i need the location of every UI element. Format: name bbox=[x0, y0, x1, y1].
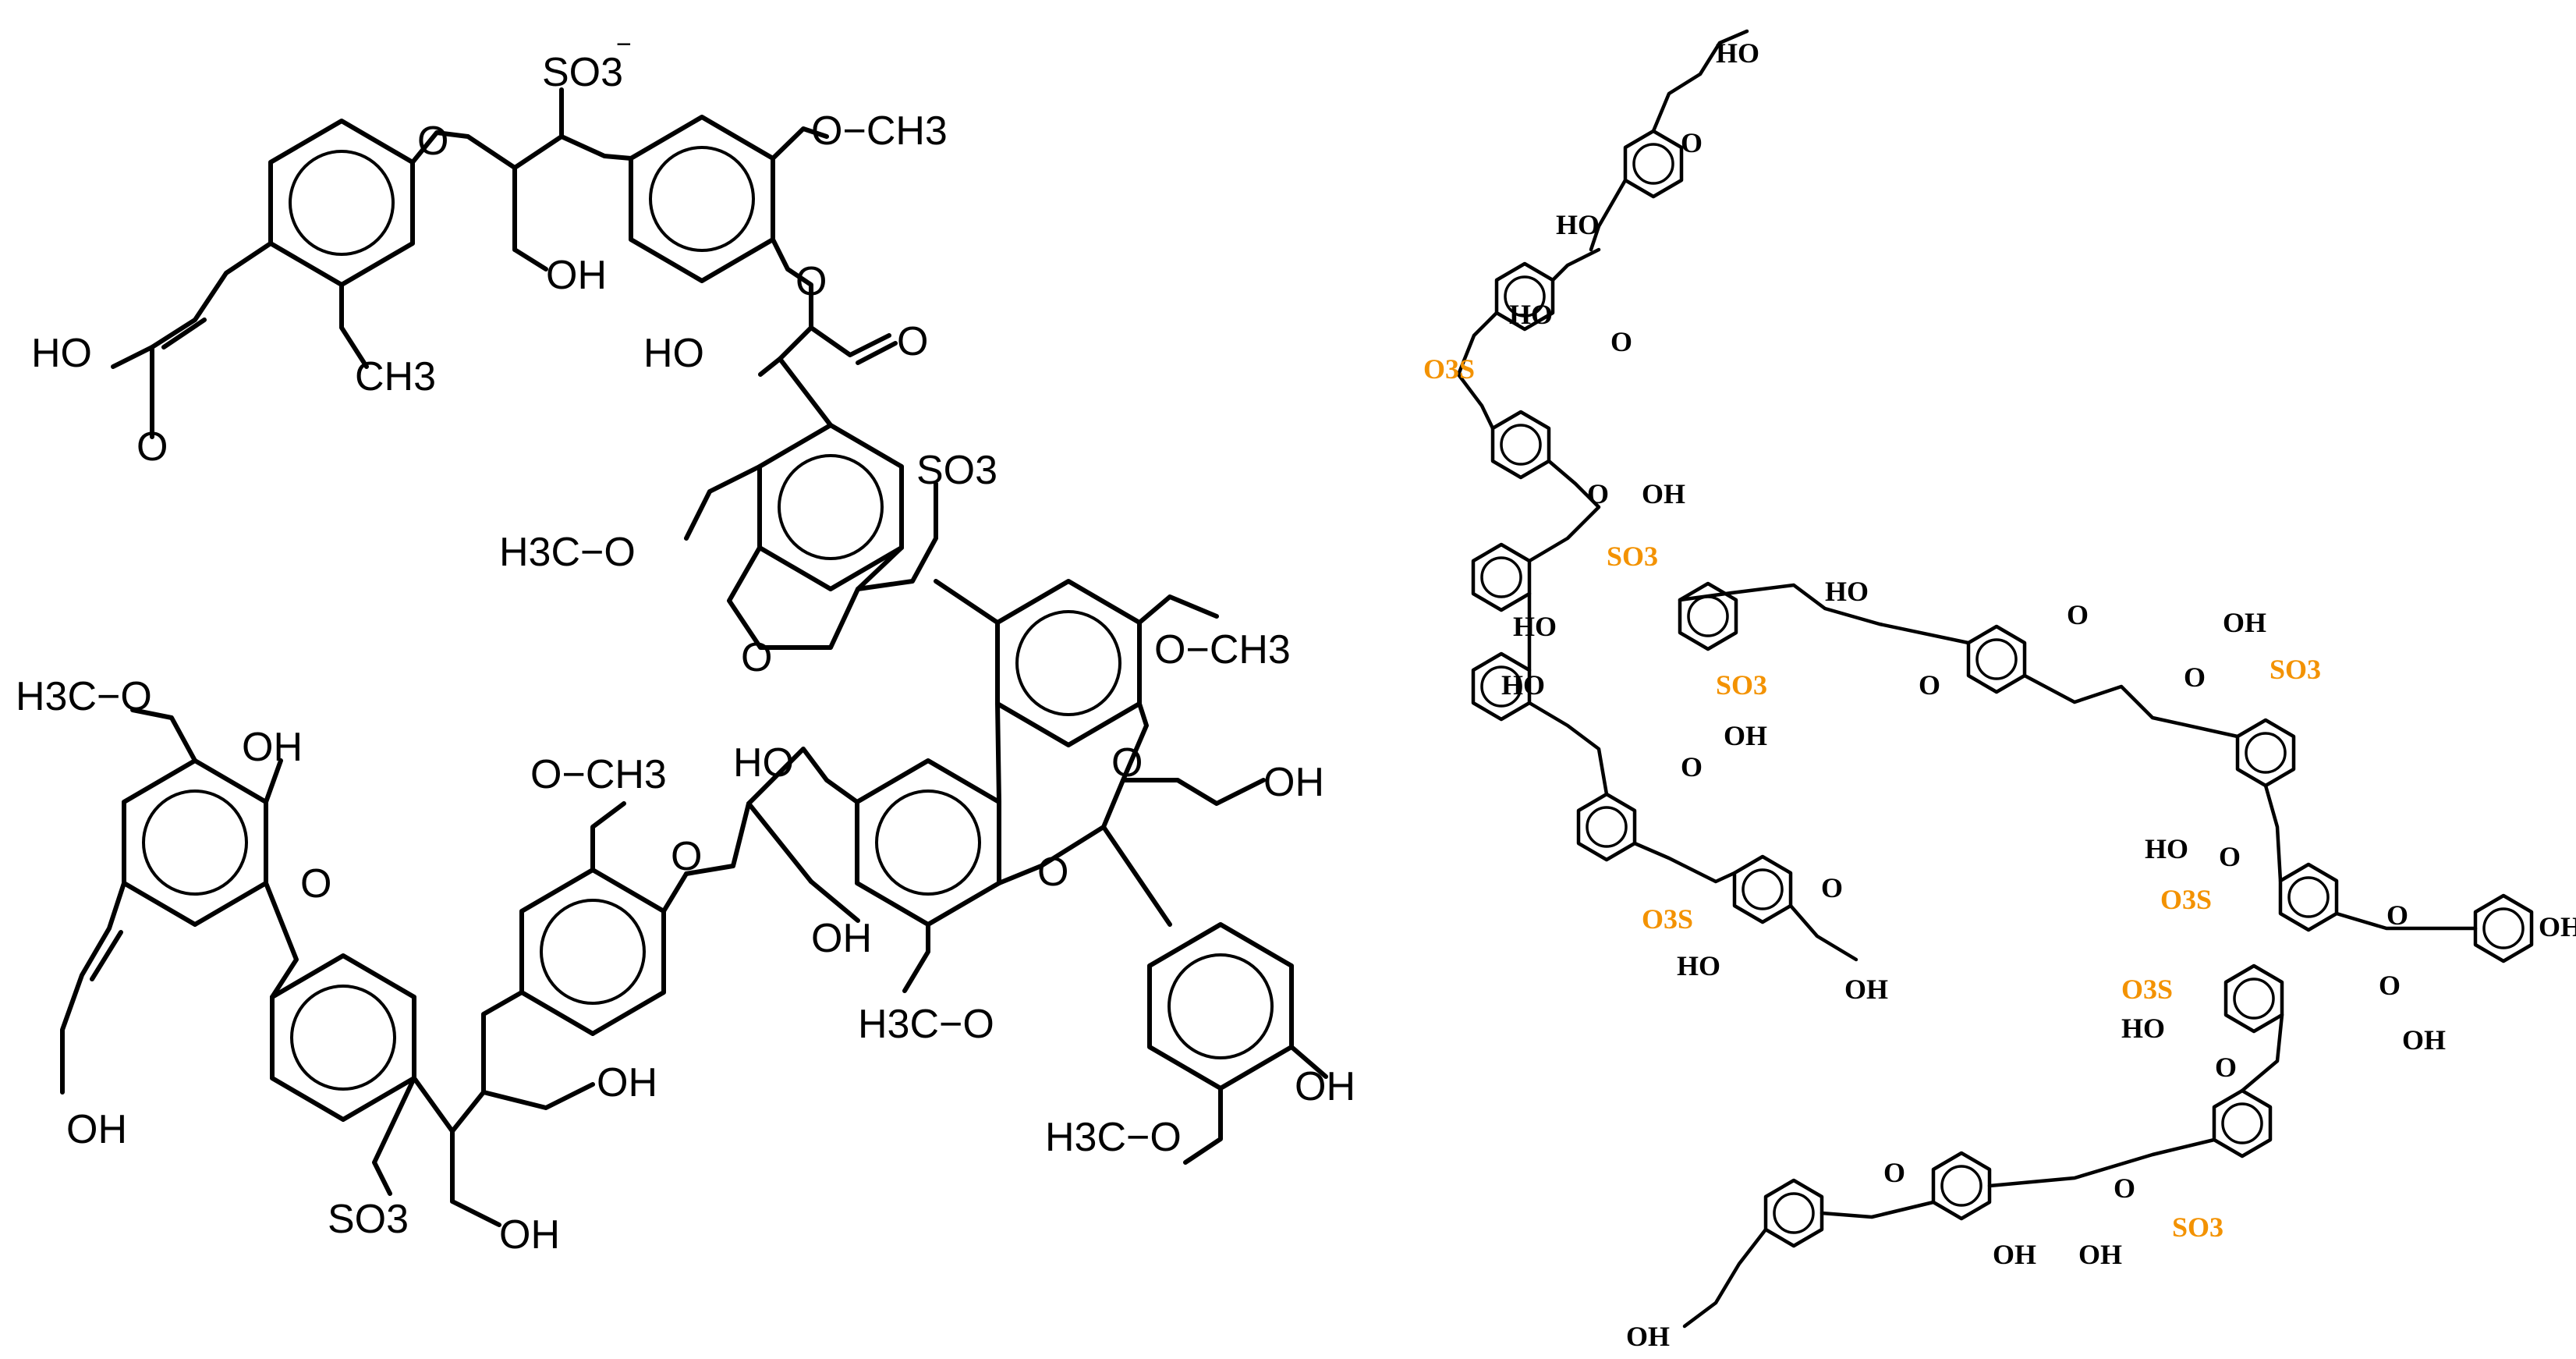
r-sulfonate-1: O3S bbox=[1423, 353, 1475, 385]
ether-o-label-3: O bbox=[671, 834, 702, 879]
methoxy-label-top: O−CH3 bbox=[811, 108, 948, 154]
dioxocin-o-label-2: O bbox=[1037, 850, 1068, 895]
furan-o-label: O bbox=[741, 635, 772, 680]
h3co-label-1: H3C−O bbox=[499, 530, 636, 575]
r-o-1: O bbox=[1681, 127, 1703, 158]
r-ho-3: HO bbox=[1513, 611, 1557, 642]
ether-o-label-1: O bbox=[417, 119, 448, 164]
r-oh-6: OH bbox=[2402, 1024, 2446, 1056]
so3-label-3: SO3 bbox=[328, 1197, 409, 1242]
oh-label-4: OH bbox=[1263, 760, 1324, 805]
r-ho-1: HO bbox=[1556, 209, 1600, 240]
r-o-13: O bbox=[2114, 1173, 2135, 1204]
r-ho-6: HO bbox=[1825, 576, 1869, 607]
oh-label-phenol: OH bbox=[242, 725, 303, 770]
oh-label-1: OH bbox=[546, 253, 607, 298]
methoxy-label-3: O−CH3 bbox=[530, 752, 667, 797]
so3-label-top: SO3 bbox=[542, 50, 623, 95]
h3co-label-2: H3C−O bbox=[16, 674, 152, 719]
methoxy-label-2: O−CH3 bbox=[1154, 627, 1291, 672]
r-ho-5: HO bbox=[1677, 950, 1720, 981]
ch3-label-1: CH3 bbox=[355, 354, 436, 399]
r-ho-8: HO bbox=[2121, 1013, 2165, 1044]
ether-o-label-4: O bbox=[300, 861, 331, 907]
h3co-label-4: H3C−O bbox=[1045, 1115, 1182, 1160]
r-o-14: O bbox=[1883, 1157, 1905, 1188]
r-o-4: O bbox=[1681, 751, 1703, 782]
r-sulfonate-6: O3S bbox=[2160, 884, 2212, 915]
r-oh-4: OH bbox=[2223, 607, 2266, 638]
r-o-10: O bbox=[2386, 899, 2408, 931]
ho-label-3: HO bbox=[733, 740, 794, 786]
oh-label-9: OH bbox=[499, 1212, 560, 1258]
right-labels: HO HO O HO O O3S O OH SO3 HO HO SO3 OH O… bbox=[1423, 37, 2576, 1352]
r-o-7: O bbox=[2067, 599, 2089, 630]
so3-charge-top: − bbox=[616, 30, 632, 59]
r-oh-1: OH bbox=[1642, 478, 1685, 509]
dioxocin-o-label-1: O bbox=[1111, 740, 1143, 786]
h3co-label-3: H3C−O bbox=[858, 1002, 994, 1047]
r-sulfonate-8: SO3 bbox=[2172, 1212, 2223, 1243]
oh-label-8: OH bbox=[66, 1107, 127, 1152]
o-label-acid: O bbox=[136, 424, 168, 470]
r-oh-8: OH bbox=[1993, 1239, 2036, 1270]
r-o-8: O bbox=[2184, 662, 2206, 693]
r-sulfonate-4: O3S bbox=[1642, 903, 1693, 935]
ether-o-label-2: O bbox=[795, 259, 827, 304]
ho-label-acid: HO bbox=[31, 331, 92, 376]
r-o-3: O bbox=[1587, 478, 1609, 509]
r-sulfonate-2: SO3 bbox=[1607, 541, 1658, 572]
oh-label-7: OH bbox=[1295, 1064, 1355, 1109]
r-sulfonate-5: SO3 bbox=[2270, 654, 2321, 685]
r-o-11: O bbox=[2379, 970, 2401, 1001]
r-o-6: O bbox=[1919, 669, 1940, 701]
left-structure-svg bbox=[60, 87, 1328, 1227]
r-ho-4: HO bbox=[1501, 669, 1545, 701]
aldehyde-o-label: O bbox=[897, 319, 928, 364]
so3-label-2: SO3 bbox=[916, 448, 997, 493]
r-oh-9: OH bbox=[1626, 1321, 1670, 1352]
right-lignin-structure: HO HO O HO O O3S O OH SO3 HO HO SO3 OH O… bbox=[1373, 0, 2576, 1359]
r-sulfonate-3: SO3 bbox=[1716, 669, 1767, 701]
r-oh-5: OH bbox=[2539, 911, 2576, 942]
r-ho-top: HO bbox=[1716, 37, 1759, 69]
r-o-12: O bbox=[2215, 1052, 2237, 1083]
oh-label-6: OH bbox=[597, 1060, 657, 1105]
r-o-9: O bbox=[2219, 841, 2241, 872]
r-ho-2: HO bbox=[1509, 299, 1553, 330]
r-oh-2: OH bbox=[1724, 720, 1767, 751]
r-oh-3: OH bbox=[1844, 974, 1888, 1005]
r-o-2: O bbox=[1610, 326, 1632, 357]
r-oh-7: OH bbox=[2078, 1239, 2122, 1270]
left-lignin-structure: SO3 − O O−CH3 OH HO O CH3 O HO O SO3 H3C… bbox=[16, 30, 1355, 1258]
r-sulfonate-7: O3S bbox=[2121, 974, 2173, 1005]
right-structure-svg bbox=[1456, 29, 2576, 1329]
r-ho-7: HO bbox=[2145, 833, 2188, 864]
ho-label-2: HO bbox=[643, 331, 704, 376]
r-o-5: O bbox=[1821, 872, 1843, 903]
oh-label-5: OH bbox=[811, 916, 872, 961]
